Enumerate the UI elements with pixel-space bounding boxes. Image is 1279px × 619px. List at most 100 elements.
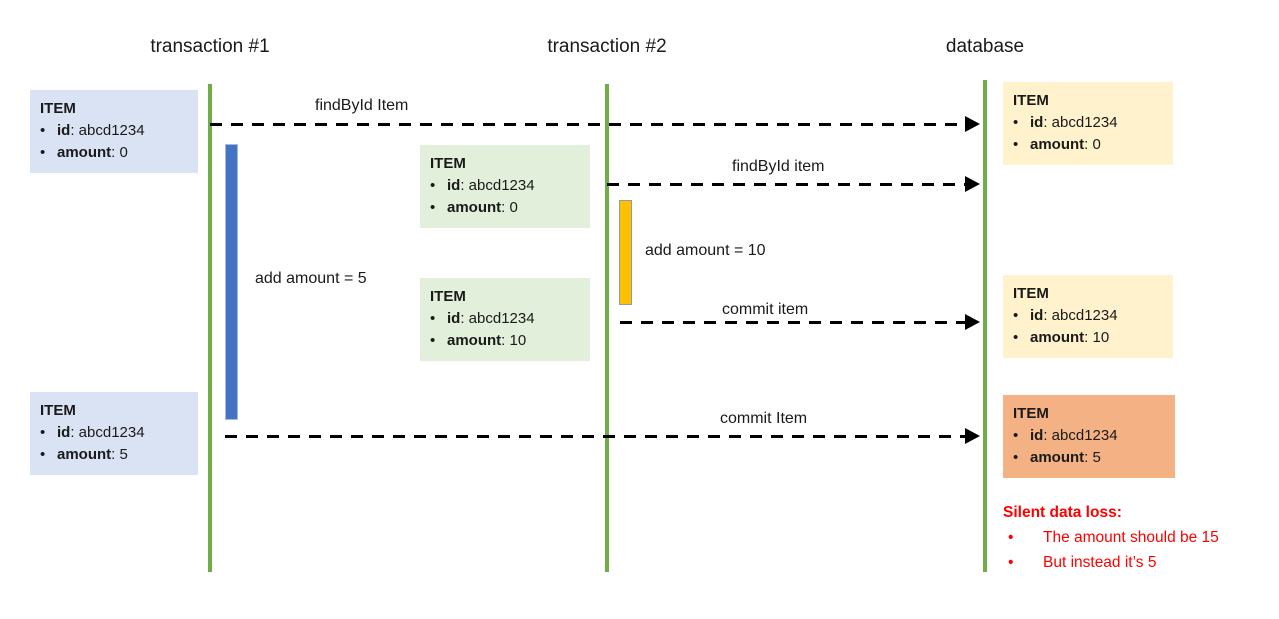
field-value: : abcd1234 (70, 424, 145, 441)
item-title: ITEM (1013, 92, 1049, 109)
field-key: id (1030, 307, 1044, 324)
field-text: id: abcd1234 (447, 175, 535, 197)
field-key: amount (57, 144, 112, 161)
item-field-id: • id: abcd1234 (40, 120, 188, 142)
field-text: amount: 10 (1030, 327, 1109, 349)
field-value: : abcd1234 (70, 122, 145, 139)
field-value: : 10 (501, 332, 527, 349)
field-key: amount (57, 446, 112, 463)
item-box-db-final: ITEM • id: abcd1234 • amount: 5 (1003, 395, 1175, 478)
field-text: id: abcd1234 (57, 120, 145, 142)
field-key: amount (447, 199, 502, 216)
item-field-amount: • amount: 0 (40, 142, 188, 164)
bullet-glyph: • (1013, 114, 1019, 131)
item-field-id: • id: abcd1234 (1013, 112, 1163, 134)
field-text: amount: 10 (447, 330, 526, 352)
bullet-glyph: • (430, 332, 436, 349)
item-title: ITEM (430, 288, 466, 305)
field-value: : abcd1234 (460, 177, 535, 194)
field-value: : abcd1234 (460, 310, 535, 327)
lifeline-transaction-2 (605, 84, 609, 572)
note-bullet-2: • But instead it’s 5 (1003, 550, 1278, 575)
field-key: id (57, 122, 71, 139)
field-value: : 10 (1084, 329, 1110, 346)
lane-header-transaction-1: transaction #1 (150, 36, 270, 57)
item-box-db-after-tx2-commit: ITEM • id: abcd1234 • amount: 10 (1003, 275, 1173, 358)
activation-bar-tx2 (619, 200, 632, 305)
bullet-glyph: • (430, 177, 436, 194)
item-field-amount: • amount: 10 (430, 330, 580, 352)
bullet-glyph: • (1013, 427, 1019, 444)
note-bullet-1: • The amount should be 15 (1003, 525, 1278, 550)
field-value: : abcd1234 (1043, 114, 1118, 131)
note-bullet-text: But instead it’s 5 (1043, 554, 1157, 571)
item-field-amount: • amount: 0 (430, 197, 580, 219)
item-field-amount: • amount: 0 (1013, 134, 1163, 156)
item-title: ITEM (40, 402, 76, 419)
message-arrow-findbyid-item-tx1 (210, 123, 966, 126)
field-key: id (1030, 427, 1044, 444)
note-bullet-text: The amount should be 15 (1043, 529, 1219, 546)
field-text: amount: 0 (447, 197, 518, 219)
item-field-id: • id: abcd1234 (40, 422, 188, 444)
item-field-amount: • amount: 5 (40, 444, 188, 466)
bullet-glyph: • (1013, 449, 1019, 466)
field-text: id: abcd1234 (1030, 425, 1118, 447)
message-label-findbyid-item-tx2: findById item (732, 158, 825, 175)
field-key: amount (447, 332, 502, 349)
item-box-db-initial: ITEM • id: abcd1234 • amount: 0 (1003, 82, 1173, 165)
field-value: : 5 (111, 446, 128, 463)
item-box-tx1-updated: ITEM • id: abcd1234 • amount: 5 (30, 392, 198, 475)
message-arrow-commit-item-tx1 (225, 435, 966, 438)
message-arrow-findbyid-item-tx2 (607, 183, 966, 186)
bullet-glyph: • (1013, 307, 1019, 324)
bullet-glyph: • (40, 446, 46, 463)
operation-label-add-amount-10: add amount = 10 (645, 242, 766, 259)
item-field-id: • id: abcd1234 (1013, 425, 1165, 447)
field-text: amount: 0 (1030, 134, 1101, 156)
field-value: : 0 (501, 199, 518, 216)
arrowhead-icon (965, 314, 980, 330)
item-title: ITEM (1013, 285, 1049, 302)
field-text: amount: 5 (57, 444, 128, 466)
field-text: amount: 0 (57, 142, 128, 164)
item-title: ITEM (40, 100, 76, 117)
item-box-tx2-updated: ITEM • id: abcd1234 • amount: 10 (420, 278, 590, 361)
bullet-glyph: • (1008, 554, 1014, 571)
item-field-amount: • amount: 10 (1013, 327, 1163, 349)
item-field-amount: • amount: 5 (1013, 447, 1165, 469)
lane-header-transaction-2: transaction #2 (547, 36, 667, 57)
bullet-glyph: • (430, 199, 436, 216)
field-text: amount: 5 (1030, 447, 1101, 469)
operation-label-add-amount-5: add amount = 5 (255, 270, 367, 287)
item-field-id: • id: abcd1234 (1013, 305, 1163, 327)
field-value: : abcd1234 (1043, 307, 1118, 324)
field-key: amount (1030, 329, 1085, 346)
item-box-tx1-read: ITEM • id: abcd1234 • amount: 0 (30, 90, 198, 173)
field-key: amount (1030, 449, 1085, 466)
bullet-glyph: • (40, 122, 46, 139)
item-field-id: • id: abcd1234 (430, 175, 580, 197)
field-text: id: abcd1234 (447, 308, 535, 330)
bullet-glyph: • (40, 424, 46, 441)
bullet-glyph: • (1013, 329, 1019, 346)
bullet-glyph: • (430, 310, 436, 327)
field-key: id (447, 177, 461, 194)
lifeline-database (983, 80, 987, 572)
note-silent-data-loss: Silent data loss: • The amount should be… (1003, 500, 1278, 575)
message-label-commit-item-tx2: commit item (722, 301, 809, 318)
item-field-id: • id: abcd1234 (430, 308, 580, 330)
field-value: : 5 (1084, 449, 1101, 466)
field-key: id (1030, 114, 1044, 131)
bullet-glyph: • (40, 144, 46, 161)
field-text: id: abcd1234 (1030, 112, 1118, 134)
field-key: id (57, 424, 71, 441)
field-value: : 0 (1084, 136, 1101, 153)
field-key: amount (1030, 136, 1085, 153)
arrowhead-icon (965, 176, 980, 192)
field-value: : 0 (111, 144, 128, 161)
note-title: Silent data loss: (1003, 504, 1122, 521)
field-text: id: abcd1234 (57, 422, 145, 444)
lane-header-database: database (945, 36, 1025, 57)
